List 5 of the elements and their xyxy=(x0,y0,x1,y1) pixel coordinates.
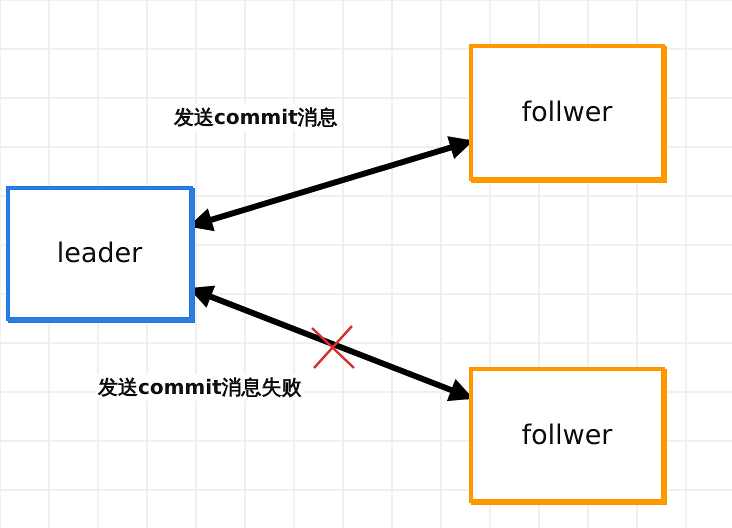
edge-label: 发送commit消息 xyxy=(172,104,340,131)
leader-box: leader xyxy=(6,186,193,321)
follower-box: follwer xyxy=(469,367,665,503)
edge-label: 发送commit消息失败 xyxy=(96,374,304,401)
follower-box: follwer xyxy=(469,44,665,181)
